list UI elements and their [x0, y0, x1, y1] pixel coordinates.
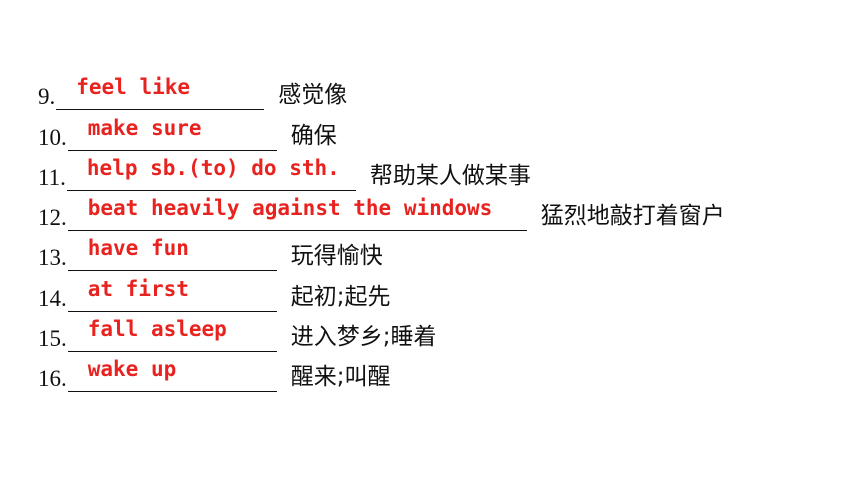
answer-text: make sure	[87, 115, 202, 140]
item-number: 16.	[38, 366, 67, 392]
answer-blank: feel like	[56, 75, 265, 111]
meaning-text: 醒来;叫醒	[290, 364, 391, 391]
answer-text: wake up	[87, 357, 177, 382]
meaning-text: 猛烈地敲打着窗户	[540, 203, 725, 230]
list-item: 16. wake up 醒来;叫醒	[38, 352, 838, 393]
list-item: 10. make sure 确保	[38, 110, 838, 151]
item-number: 12.	[38, 205, 67, 231]
list-item: 11. help sb.(to) do sth. 帮助某人做某事	[38, 151, 838, 191]
answer-blank: at first	[67, 276, 277, 312]
list-item: 12. beat heavily against the windows 猛烈地…	[38, 191, 838, 232]
answer-blank: have fun	[67, 236, 277, 272]
meaning-text: 感觉像	[278, 82, 348, 109]
list-item: 9. feel like 感觉像	[38, 70, 838, 111]
answer-text: have fun	[87, 236, 189, 261]
answer-blank: wake up	[67, 357, 277, 393]
answer-blank: beat heavily against the windows	[67, 196, 527, 232]
answer-text: help sb.(to) do sth.	[86, 155, 340, 180]
answer-text: at first	[87, 276, 189, 301]
item-number: 9.	[38, 84, 56, 110]
item-number: 10.	[38, 124, 67, 150]
answer-blank: help sb.(to) do sth.	[66, 155, 356, 191]
item-number: 13.	[38, 245, 67, 271]
item-number: 11.	[38, 164, 66, 190]
answer-blank: fall asleep	[67, 317, 277, 353]
answer-text: feel like	[76, 75, 191, 100]
list-item: 14. at first 起初;起先	[38, 271, 838, 312]
meaning-text: 帮助某人做某事	[369, 162, 531, 189]
item-number: 15.	[38, 326, 67, 352]
list-item: 15. fall asleep 进入梦乡;睡着	[38, 312, 838, 353]
answer-text: fall asleep	[87, 317, 227, 342]
vocabulary-list: 9. feel like 感觉像 10. make sure 确保 11. he…	[38, 70, 838, 393]
item-number: 14.	[38, 285, 67, 311]
meaning-text: 进入梦乡;睡着	[290, 324, 437, 351]
answer-blank: make sure	[67, 115, 277, 151]
meaning-text: 确保	[290, 122, 337, 149]
meaning-text: 起初;起先	[290, 283, 391, 310]
list-item: 13. have fun 玩得愉快	[38, 231, 838, 272]
answer-text: beat heavily against the windows	[87, 196, 493, 221]
meaning-text: 玩得愉快	[290, 243, 383, 270]
